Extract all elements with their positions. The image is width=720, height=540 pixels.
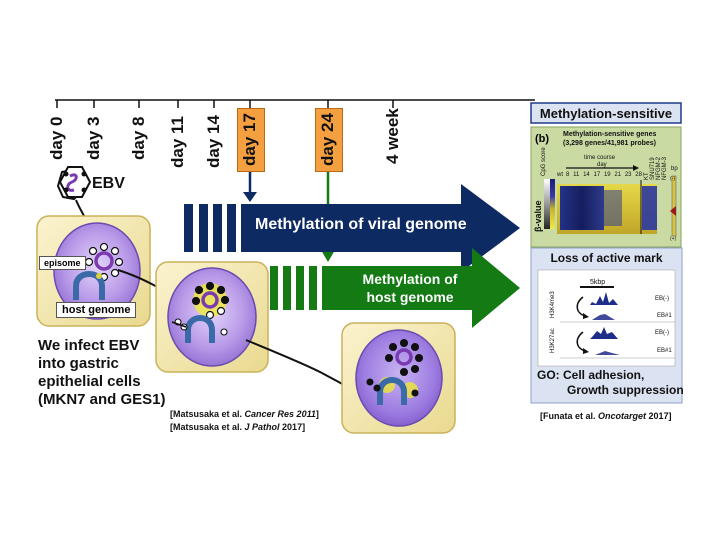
cell-1 [36,215,151,327]
day17-arrowhead [243,192,257,202]
day-number-row: 8 11 14 17 19 21 23 28 [566,172,642,178]
day-label-17: day 17 [240,113,259,166]
cell-line-nfgm3: NFGM-3 [662,157,668,180]
intro-line-2: into gastric [38,355,119,372]
time-course-label: time course [584,155,616,161]
track-mark-h3k4me3: H3K4me3 [550,291,556,318]
host-methylation-line-1: Methylation of [362,271,458,287]
track-label-eb1-2: EB#1 [657,348,672,354]
intro-line-3: epithelial cells [38,373,141,390]
intro-text: We infect EBV into gastric epithelial ce… [38,337,166,409]
bp-plus-label: (+) [670,236,677,242]
ebv-virus [56,166,92,201]
day-number: 28 [635,172,642,178]
ebv-label: EBV [92,175,125,192]
cell-3 [341,322,456,434]
intro-line-1: We infect EBV [38,337,140,354]
day-number: 8 [566,172,570,178]
day-label-3: day 3 [84,116,103,160]
scale-label: 5kbp [590,279,606,286]
wt-label: wt [557,172,563,178]
day-number: 23 [624,172,632,178]
day17-box [237,108,265,172]
track-label-eb-minus-1: EB(-) [655,296,669,302]
day-number: 14 [583,172,590,178]
day-label-4week: 4 week [383,108,402,164]
track-label-eb1-1: EB#1 [657,313,672,319]
reference-1: [Matsusaka et al. Cancer Res 2011] [170,409,319,419]
beta-bar [550,179,555,229]
host-methylation-label: Methylation of host genome [350,270,470,306]
track-mark-h3k27ac: H3K27ac [550,328,556,353]
episome-label: episome [39,256,86,270]
bp-bar [671,175,677,237]
viral-methylation-arrow [184,184,520,272]
h3k27ac-tracks [575,327,650,355]
methylation-subtitle-1: Methylation-sensitive genes [563,131,657,138]
methylation-panel-title: Methylation-sensitive [539,106,673,121]
cpg-score-bar [544,179,550,229]
panel-b-label: (b) [535,133,550,145]
methylation-panel-header [530,102,682,124]
timeline-ticks [56,100,394,108]
bp-label: bp [671,166,678,172]
day-label-0: day 0 [47,116,66,160]
track-label-eb-minus-2: EB(-) [655,330,669,336]
day-label-14: day 14 [204,115,223,168]
methylation-subtitle-2: (3,298 genes/41,981 probes) [563,140,656,147]
reference-3: [Funata et al. Oncotarget 2017] [540,411,672,421]
beta-value-label: β-value [533,200,543,232]
day-number: 11 [573,172,580,178]
host-methylation-arrow [257,248,520,328]
go-terms: GO: Cell adhesion, Growth suppression [537,368,684,398]
bp-marker [670,206,676,216]
cpg-score-label: CpG score [541,147,547,176]
day-number: 17 [593,172,601,178]
day-word-label: day [597,162,607,168]
day24-arrowhead [321,250,335,262]
intro-line-4: (MKN7 and GES1) [38,391,166,408]
cell-2 [155,261,269,373]
bp-minus-label: (-) [670,176,675,182]
host-methylation-line-2: host genome [366,289,454,305]
heatmap-blue-region [560,186,604,230]
active-mark-title: Loss of active mark [550,251,663,265]
day-label-24: day 24 [318,113,337,166]
reference-2: [Matsusaka et al. J Pathol 2017] [170,422,306,432]
go-line-2: Growth suppression [567,383,684,397]
day-label-11: day 11 [168,116,187,168]
host-genome-label: host genome [56,302,137,318]
viral-methylation-label: Methylation of viral genome [255,216,467,233]
day24-box [315,108,343,172]
go-line-1: GO: Cell adhesion, [537,368,645,382]
day-number: 21 [614,172,622,178]
day-number: 19 [603,172,611,178]
h3k4me3-tracks [575,292,650,320]
day-label-8: day 8 [129,116,148,160]
